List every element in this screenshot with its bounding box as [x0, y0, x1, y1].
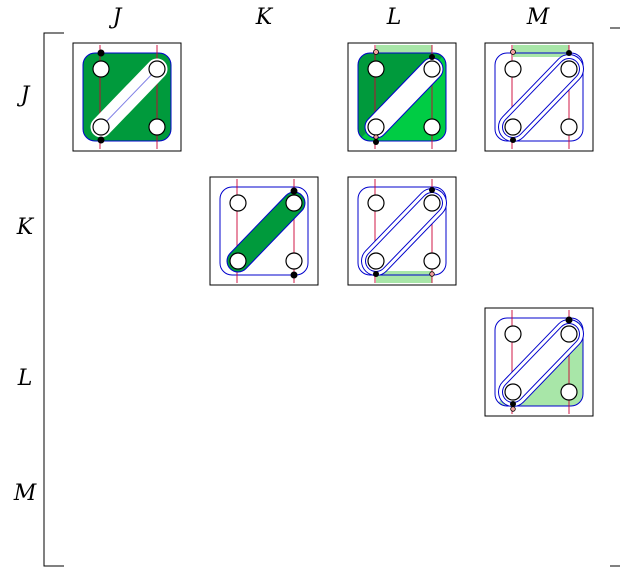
- column-label-m: M: [526, 5, 550, 30]
- cell-l-m: [484, 307, 594, 417]
- row-label-k: K: [16, 215, 35, 240]
- column-label-l: L: [386, 5, 402, 30]
- column-label-k: K: [255, 5, 274, 30]
- cell-j-j: [72, 42, 182, 152]
- left-bracket: [43, 32, 64, 567]
- column-label-j: J: [109, 5, 123, 30]
- row-label-l: L: [17, 366, 33, 391]
- cell-k-l: [347, 176, 457, 286]
- cell-j-m: [484, 42, 594, 152]
- hole-circle: [148, 118, 166, 136]
- hole-circle: [92, 118, 110, 136]
- hole-circle: [148, 60, 166, 78]
- cell-k-k: [209, 176, 319, 286]
- row-label-m: M: [13, 481, 37, 506]
- hole-circle: [92, 60, 110, 78]
- row-label-j: J: [17, 83, 31, 108]
- cell-j-l: [347, 42, 457, 152]
